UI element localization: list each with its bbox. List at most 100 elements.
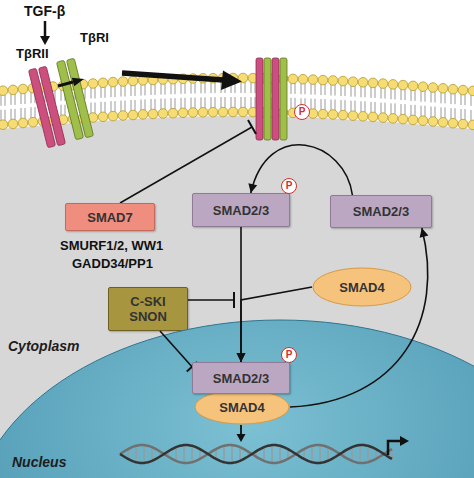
lipid-tail bbox=[405, 89, 406, 100]
lipid-head bbox=[308, 75, 318, 85]
lipid-tail bbox=[201, 82, 202, 93]
receptor-bar bbox=[256, 58, 263, 140]
lipid-head bbox=[398, 80, 408, 90]
base-pair bbox=[223, 446, 224, 462]
lipid-head bbox=[418, 116, 428, 126]
arrow-head bbox=[400, 436, 409, 446]
lipid-tail bbox=[431, 107, 432, 118]
lipid-tail bbox=[155, 99, 156, 110]
lipid-head bbox=[358, 78, 368, 88]
lipid-tail bbox=[471, 110, 472, 121]
lipid-tail bbox=[355, 101, 356, 112]
lipid-tail bbox=[5, 95, 6, 106]
protein-ellipse: SMAD4 bbox=[312, 267, 412, 307]
lipid-tail bbox=[171, 98, 172, 109]
base-pair bbox=[239, 447, 240, 461]
lipid-tail bbox=[431, 92, 432, 103]
base-pair bbox=[127, 449, 128, 459]
lipid-tail bbox=[181, 98, 182, 109]
lipid-tail bbox=[325, 84, 326, 95]
lipid-head bbox=[198, 108, 208, 118]
regulator-label: SMURF1/2, WW1 bbox=[60, 238, 163, 254]
lipid-tail bbox=[1, 110, 2, 121]
transcription-arrow bbox=[237, 425, 410, 455]
lipid-tail bbox=[35, 107, 36, 118]
lipid-tail bbox=[31, 92, 32, 103]
lipid-tail bbox=[135, 85, 136, 96]
lipid-tail bbox=[375, 102, 376, 113]
lipid-tail bbox=[461, 109, 462, 120]
node-text: SMAD2/3 bbox=[353, 204, 409, 219]
lipid-tail bbox=[175, 98, 176, 109]
lipid-head bbox=[108, 77, 118, 87]
phospho-marker: P bbox=[281, 347, 297, 363]
lipid-tail bbox=[205, 82, 206, 93]
lipid-tail bbox=[91, 87, 92, 98]
lipid-tail bbox=[301, 98, 302, 109]
compartment-label: Cytoplasm bbox=[8, 338, 80, 354]
lipid-head bbox=[18, 84, 28, 94]
lipid-tail bbox=[15, 94, 16, 105]
lipid-tail bbox=[11, 109, 12, 120]
connector bbox=[237, 287, 313, 362]
lipid-tail bbox=[235, 97, 236, 108]
lipid-head bbox=[468, 120, 474, 130]
lipid-tail bbox=[295, 98, 296, 109]
inhibition-line bbox=[188, 299, 234, 301]
lipid-head bbox=[428, 83, 438, 93]
base-pair bbox=[375, 449, 376, 459]
receptor-bar bbox=[280, 58, 287, 140]
lipid-tail bbox=[185, 83, 186, 94]
lipid-tail bbox=[351, 86, 352, 97]
lipid-tail bbox=[125, 86, 126, 97]
lipid-tail bbox=[405, 104, 406, 115]
connector-line bbox=[160, 331, 192, 367]
lipid-tail bbox=[211, 82, 212, 93]
lipid-tail bbox=[11, 94, 12, 105]
lipid-tail bbox=[415, 90, 416, 101]
base-pair bbox=[151, 447, 152, 461]
base-pair bbox=[215, 449, 216, 459]
lipid-tail bbox=[191, 83, 192, 94]
lipid-tail bbox=[381, 88, 382, 99]
lipid-head bbox=[388, 114, 398, 124]
lipid-tail bbox=[371, 87, 372, 98]
lipid-tail bbox=[391, 103, 392, 114]
lipid-tail bbox=[201, 97, 202, 108]
lipid-tail bbox=[365, 86, 366, 97]
inactive-receptors bbox=[28, 58, 93, 148]
ellipse-shape bbox=[195, 390, 289, 424]
lipid-tail bbox=[141, 99, 142, 110]
lipid-tail bbox=[221, 97, 222, 108]
connector-line bbox=[290, 228, 428, 407]
lipid-head bbox=[438, 118, 448, 128]
lipid-head bbox=[188, 108, 198, 118]
lipid-tail bbox=[341, 100, 342, 111]
base-pair bbox=[135, 446, 136, 462]
lipid-head bbox=[178, 108, 188, 118]
base-pair bbox=[319, 445, 320, 463]
lipid-tail bbox=[385, 88, 386, 99]
lipid-head bbox=[318, 109, 328, 119]
base-pair bbox=[343, 451, 344, 456]
lipid-head bbox=[438, 84, 448, 94]
lipid-tail bbox=[335, 85, 336, 96]
lipid-tail bbox=[311, 99, 312, 110]
lipid-head bbox=[128, 110, 138, 120]
phospho-marker: P bbox=[281, 178, 297, 194]
lipid-tail bbox=[1, 95, 2, 106]
node-text: SMAD4 bbox=[219, 400, 265, 415]
lipid-tail bbox=[441, 92, 442, 103]
dna-strand bbox=[120, 445, 392, 463]
lipid-tail bbox=[311, 84, 312, 95]
lipid-tail bbox=[175, 83, 176, 94]
lipid-tail bbox=[441, 107, 442, 118]
lipid-tail bbox=[145, 84, 146, 95]
lipid-head bbox=[458, 85, 468, 95]
lipid-tail bbox=[205, 97, 206, 108]
lipid-head bbox=[418, 82, 428, 92]
lipid-tail bbox=[465, 94, 466, 105]
lipid-head bbox=[338, 76, 348, 86]
base-pair bbox=[311, 446, 312, 462]
